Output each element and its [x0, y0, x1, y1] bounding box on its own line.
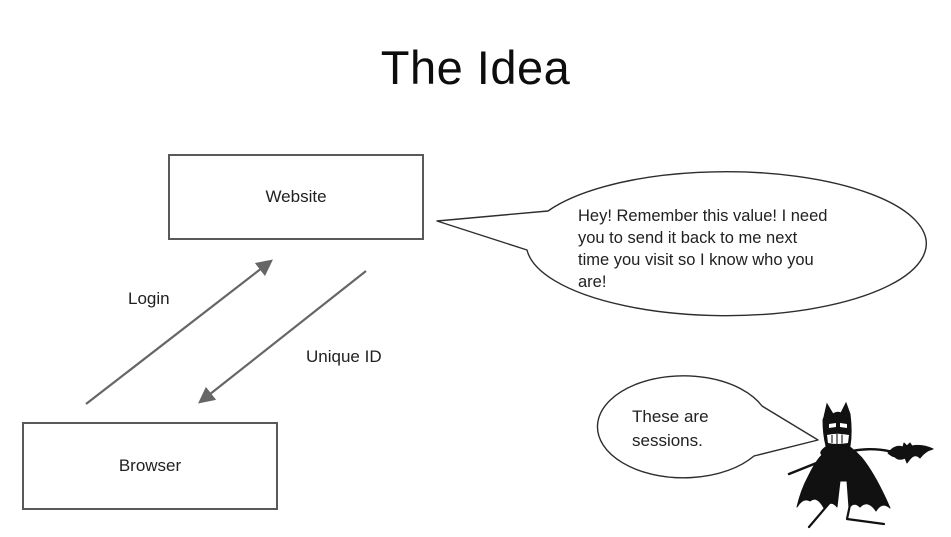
speech-line: These are [632, 407, 709, 426]
speech-line: sessions. [632, 431, 703, 450]
batman-speech-text: These are sessions. [632, 405, 709, 453]
unique-id-arrow-label: Unique ID [306, 347, 382, 366]
browser-node-label: Browser [118, 456, 182, 475]
batman-speech-bubble [596, 375, 819, 479]
batman-stick-figure-icon [787, 401, 934, 529]
speech-line: you to send it back to me next [578, 229, 798, 247]
batman-right-arm [850, 448, 895, 454]
batman-right-eye [840, 423, 847, 428]
bat-silhouette-icon [887, 442, 934, 464]
speech-line: Hey! Remember this value! I need [578, 207, 828, 225]
batman-left-eye [829, 423, 836, 428]
batman-teeth-lines [831, 434, 843, 444]
login-arrow-label: Login [128, 289, 170, 308]
batman-mouth [827, 433, 849, 444]
speech-line: time you visit so I know who you [578, 251, 814, 269]
browser-node: Browser [22, 422, 278, 510]
speech-line: are! [578, 273, 607, 291]
website-speech-text: Hey! Remember this value! I need you to … [578, 205, 878, 293]
unique-id-arrow [198, 270, 367, 404]
login-arrow [85, 259, 273, 405]
website-node: Website [168, 154, 424, 240]
website-speech-bubble [436, 170, 927, 317]
page-title: The Idea [380, 41, 571, 94]
batman-cape [796, 445, 891, 512]
website-node-label: Website [265, 187, 327, 206]
